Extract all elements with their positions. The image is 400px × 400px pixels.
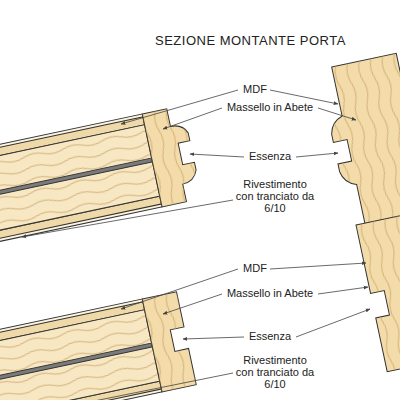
part-label: MDF <box>235 83 275 95</box>
jamb-profile-top <box>318 53 400 236</box>
part-label: Massello in Abete <box>220 101 320 113</box>
drawing-title: SEZIONE MONTANTE PORTA <box>155 33 346 48</box>
part-label: Rivestimento con tranciato da 6/10 <box>235 178 315 214</box>
jamb-profile-bottom <box>356 210 400 371</box>
part-label: Essenza <box>240 150 300 162</box>
part-label: Massello in Abete <box>220 287 320 299</box>
door-panel-top <box>0 105 202 245</box>
door-panel-bottom <box>0 292 196 400</box>
part-label: MDF <box>235 262 275 274</box>
leader-lines <box>0 90 370 400</box>
part-label: Essenza <box>240 330 300 342</box>
part-label: Rivestimento con tranciato da 6/10 <box>235 354 315 390</box>
